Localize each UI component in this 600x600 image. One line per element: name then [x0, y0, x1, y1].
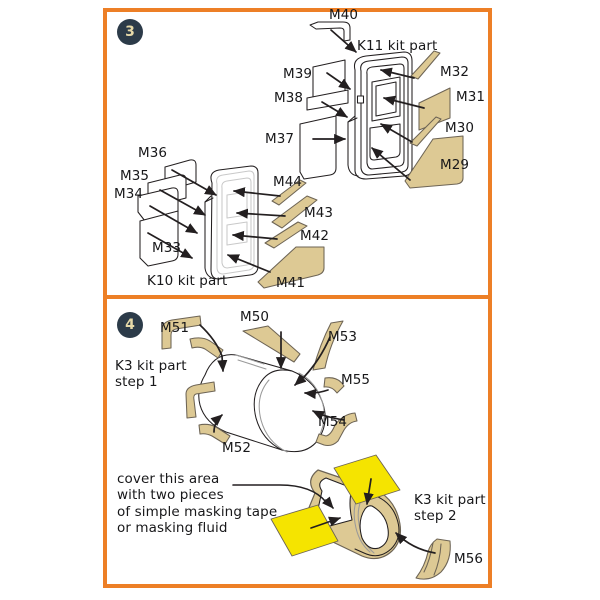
m42-mask-piece — [264, 221, 308, 249]
step-badge-3: 3 — [117, 19, 143, 45]
label-k3-kit-part-step2: K3 kit part step 2 — [414, 492, 486, 525]
label-m52: M52 — [222, 440, 252, 456]
label-m36: M36 — [138, 145, 168, 161]
label-m55: M55 — [341, 372, 371, 388]
panel-divider — [103, 295, 492, 299]
label-m29: M29 — [440, 157, 470, 173]
label-m53: M53 — [328, 329, 358, 345]
m41-mask-piece — [257, 246, 325, 289]
m30-mask-piece — [409, 116, 442, 147]
m53-mask-piece — [312, 320, 344, 371]
label-m50: M50 — [240, 309, 270, 325]
masking-tape-upper — [333, 454, 401, 505]
m55-mask-piece — [323, 377, 345, 394]
label-m39: M39 — [283, 66, 313, 82]
m51-mask-piece — [161, 315, 224, 359]
label-m54: M54 — [318, 414, 348, 430]
label-m34: M34 — [114, 186, 144, 202]
label-m56: M56 — [454, 551, 484, 567]
step-badge-4: 4 — [117, 312, 143, 338]
masking-note-text: cover this area with two pieces of simpl… — [117, 471, 278, 537]
k11-kit-part-shape — [347, 51, 413, 180]
m29-mask-piece — [404, 135, 464, 189]
label-k3-kit-part-step1: K3 kit part step 1 — [115, 358, 187, 391]
label-m44: M44 — [273, 174, 303, 190]
label-k10-kit-part: K10 kit part — [147, 273, 228, 289]
m54-mask-piece — [315, 412, 358, 447]
m32-mask-piece — [410, 50, 441, 80]
label-m31: M31 — [456, 89, 486, 105]
label-m33: M33 — [152, 240, 182, 256]
label-m42: M42 — [300, 228, 330, 244]
label-m41: M41 — [276, 275, 306, 291]
m31-mask-piece — [418, 87, 451, 131]
label-m35: M35 — [120, 168, 150, 184]
masking-tape-lower — [270, 504, 339, 557]
label-m38: M38 — [274, 90, 304, 106]
m52-mask-piece — [185, 381, 231, 445]
m56-mask-piece — [415, 538, 451, 580]
label-m43: M43 — [304, 205, 334, 221]
label-m51: M51 — [160, 320, 190, 336]
label-k11-kit-part: K11 kit part — [357, 38, 438, 54]
m44-mask-piece — [271, 179, 307, 206]
label-m30: M30 — [445, 120, 475, 136]
m40-mask-piece — [309, 21, 351, 42]
k10-kit-part-shape — [204, 165, 259, 280]
m50-mask-piece — [242, 325, 301, 363]
label-m32: M32 — [440, 64, 470, 80]
m37-mask-piece — [299, 115, 337, 180]
m43-mask-piece — [271, 195, 318, 229]
label-m37: M37 — [265, 131, 295, 147]
label-m40: M40 — [329, 7, 359, 23]
m38-mask-piece — [306, 89, 349, 111]
